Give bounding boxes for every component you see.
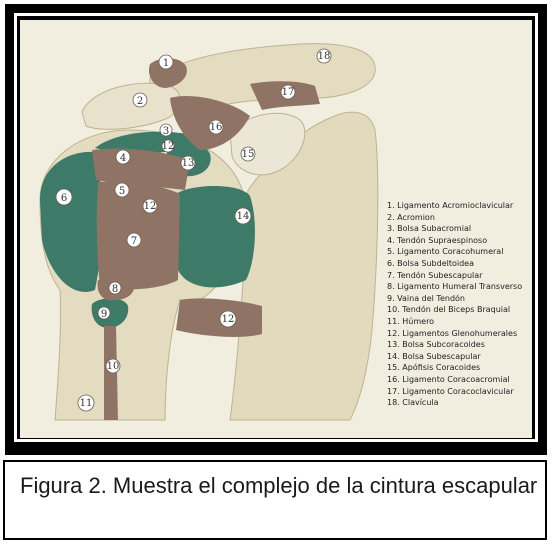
marker-16: 16 xyxy=(210,122,223,133)
marker-9: 9 xyxy=(101,309,107,320)
legend-item: 4. Tendón Supraespinoso xyxy=(387,235,547,247)
marker-5: 5 xyxy=(119,186,125,197)
marker-15: 15 xyxy=(242,149,255,160)
legend-item: 7. Tendón Subescapular xyxy=(387,270,547,282)
acromion xyxy=(82,83,180,129)
legend-item: 2. Acromion xyxy=(387,212,547,224)
marker-13: 13 xyxy=(182,158,195,169)
marker-18: 18 xyxy=(318,51,331,62)
marker-12-middle: 12 xyxy=(144,201,157,212)
legend-item: 12. Ligamentos Glenohumerales xyxy=(387,328,547,340)
marker-17: 17 xyxy=(282,87,295,98)
marker-3: 3 xyxy=(163,126,169,137)
marker-6: 6 xyxy=(61,193,67,204)
marker-10: 10 xyxy=(107,361,120,372)
subscapular-bursa xyxy=(172,186,255,287)
legend-item: 10. Tendón del Biceps Braquial xyxy=(387,304,547,316)
legend-item: 6. Bolsa Subdeltoidea xyxy=(387,258,547,270)
glenohumeral-ligament-lower xyxy=(176,298,262,337)
legend-item: 13. Bolsa Subcoracoides xyxy=(387,339,547,351)
legend-item: 15. Apófisis Coracoides xyxy=(387,362,547,374)
legend-item: 18. Clavícula xyxy=(387,397,547,409)
marker-4: 4 xyxy=(120,153,126,164)
marker-12-upper: 12 xyxy=(162,141,175,152)
legend-item: 3. Bolsa Subacromial xyxy=(387,223,547,235)
legend-item: 17. Ligamento Coracoclavicular xyxy=(387,386,547,398)
marker-14: 14 xyxy=(237,211,250,222)
marker-2: 2 xyxy=(137,96,143,107)
legend-item: 1. Ligamento Acromioclavicular xyxy=(387,200,547,212)
marker-8: 8 xyxy=(112,284,118,295)
legend-item: 8. Ligamento Humeral Transverso xyxy=(387,281,547,293)
figure-caption: Figura 2. Muestra el complejo de la cint… xyxy=(20,472,540,500)
marker-1: 1 xyxy=(163,58,169,69)
legend-item: 14. Bolsa Subescapular xyxy=(387,351,547,363)
marker-7: 7 xyxy=(131,236,137,247)
legend: 1. Ligamento Acromioclavicular 2. Acromi… xyxy=(387,200,547,409)
legend-item: 5. Ligamento Coracohumeral xyxy=(387,246,547,258)
marker-11: 11 xyxy=(80,398,93,409)
legend-item: 16. Ligamento Coracoacromial xyxy=(387,374,547,386)
legend-item: 9. Vaina del Tendón xyxy=(387,293,547,305)
legend-item: 11. Húmero xyxy=(387,316,547,328)
marker-12-lower: 12 xyxy=(222,314,235,325)
